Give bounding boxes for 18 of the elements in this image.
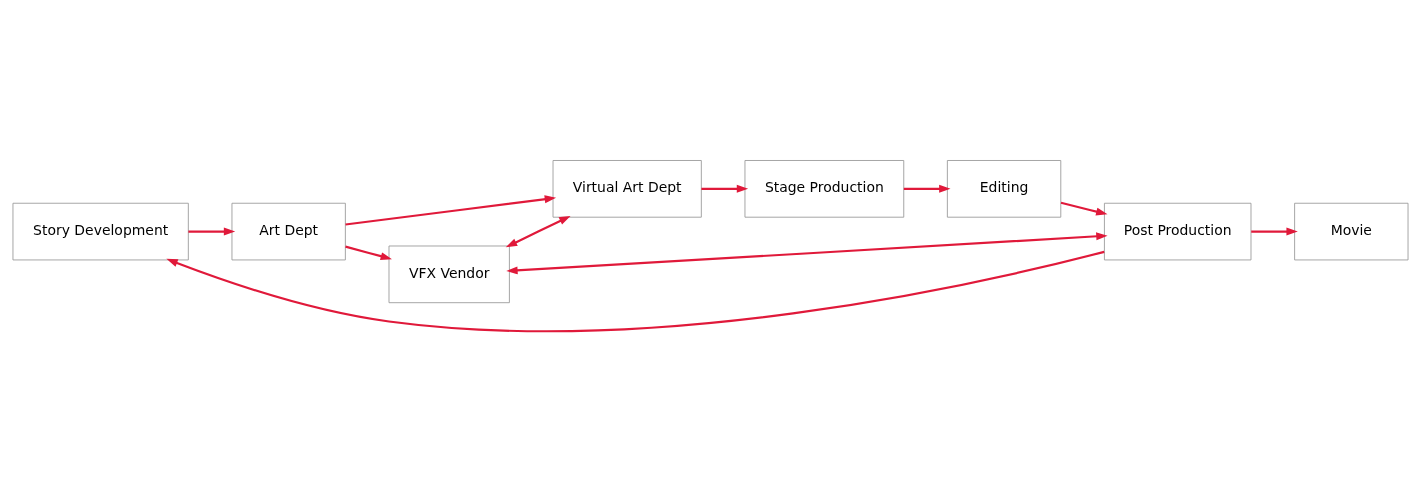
node-box: Movie <box>1294 202 1409 260</box>
node-box: Virtual Art Dept <box>552 159 702 218</box>
node-box: Story Development <box>12 202 189 260</box>
arrow <box>505 215 571 247</box>
node-box: Art Dept <box>231 202 346 260</box>
arrow <box>903 184 951 193</box>
node-box: Stage Production <box>744 159 905 218</box>
node-box: Editing <box>946 159 1062 218</box>
arrow <box>1251 227 1298 236</box>
arrow <box>1060 201 1108 215</box>
arrow <box>188 227 236 236</box>
arrow <box>506 231 1108 274</box>
node-box: Post Production <box>1104 202 1252 260</box>
arrow <box>701 184 749 193</box>
arrow <box>345 194 557 226</box>
arrow <box>345 245 392 260</box>
node-box: VFX Vendor <box>388 245 510 303</box>
arrow <box>166 250 1105 332</box>
